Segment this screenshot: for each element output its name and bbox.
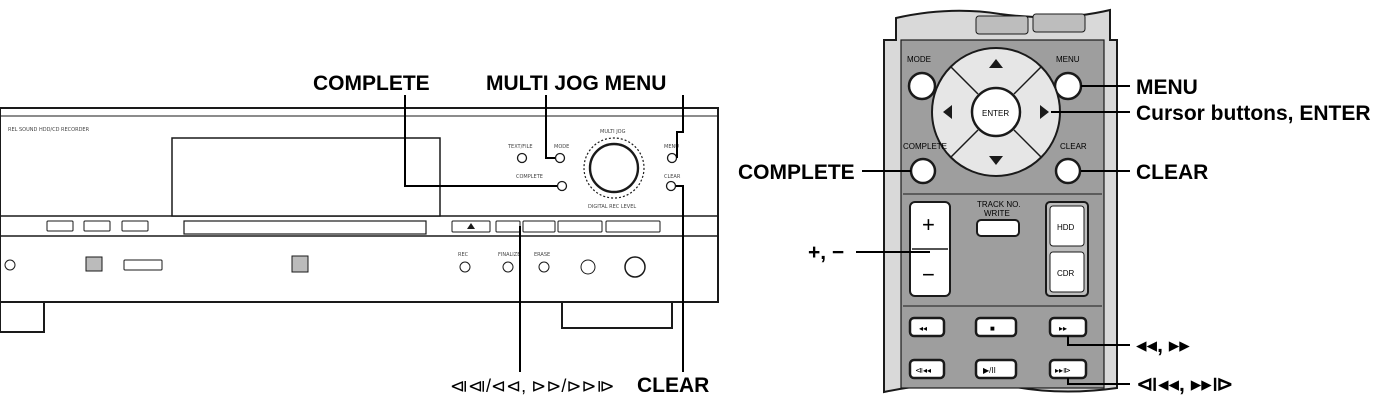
remote-clear-button[interactable] <box>1054 157 1082 185</box>
enter-button[interactable] <box>970 86 1022 138</box>
cursor-right-icon[interactable] <box>1040 105 1049 119</box>
plus-label: + <box>922 212 935 237</box>
knob-top-label: MULTI JOG <box>600 129 626 135</box>
remote-top-tab-1 <box>975 15 1029 35</box>
remote-mode-label: MODE <box>907 55 931 64</box>
text-file-button[interactable] <box>516 152 528 164</box>
copy-button[interactable] <box>121 220 149 232</box>
rec-label: REC <box>458 252 469 258</box>
device-foot-left <box>0 301 45 333</box>
callout-cursor-enter: Cursor buttons, ENTER <box>1136 102 1371 125</box>
cd-logo <box>291 255 309 273</box>
timer-button[interactable] <box>123 259 163 271</box>
cursor-left-icon[interactable] <box>943 105 952 119</box>
knob-bottom-label: DIGITAL REC LEVEL <box>588 204 636 210</box>
remote-leaders <box>856 85 1130 385</box>
multi-jog-knob[interactable] <box>588 142 640 194</box>
text-file-label: TEXT/FILE <box>507 144 533 150</box>
cdr-label: CDR <box>1057 269 1075 278</box>
menu-button[interactable] <box>666 152 678 164</box>
finalize-label: FINALIZE <box>498 252 520 258</box>
menu-label: MENU <box>664 144 679 150</box>
write-label: WRITE <box>984 209 1010 218</box>
edit-button[interactable] <box>83 220 111 232</box>
remote-top-tab-2 <box>1032 13 1086 33</box>
mode-button[interactable] <box>554 152 566 164</box>
skip-forward-button[interactable] <box>522 220 556 233</box>
hdd-button[interactable] <box>46 220 74 232</box>
play-pause-label: ▶/II <box>983 366 996 375</box>
next-label: ▸▸⧐ <box>1055 366 1071 375</box>
power-icon <box>4 259 16 271</box>
rec-button[interactable] <box>459 261 471 273</box>
rec-level-knob[interactable] <box>624 256 646 278</box>
play-pause-remote-button[interactable] <box>974 358 1018 380</box>
cursor-up-icon[interactable] <box>989 59 1003 68</box>
callout-menu: MENU <box>1136 76 1198 99</box>
remote-mode-button[interactable] <box>907 71 937 101</box>
front-leaders <box>404 95 684 372</box>
stop-button[interactable] <box>605 220 661 233</box>
cdr-select-button[interactable] <box>1049 251 1085 293</box>
play-pause-button[interactable] <box>557 220 603 233</box>
eject-icon <box>467 223 475 229</box>
remote-control: MODE MENU ENTER COMPLETE CLEAR + − TRACK… <box>883 8 1118 394</box>
finalize-button[interactable] <box>502 261 514 273</box>
remote-complete-button[interactable] <box>909 157 937 185</box>
complete-button[interactable] <box>556 180 568 192</box>
hdd-select-button[interactable] <box>1049 205 1085 247</box>
enter-label: ENTER <box>982 109 1009 118</box>
tray-slot <box>183 220 427 235</box>
rew-label: ◂◂ <box>919 324 927 333</box>
skip-back-button[interactable] <box>495 220 521 233</box>
ff-label: ▸▸ <box>1059 324 1067 333</box>
cursor-down-icon[interactable] <box>989 156 1003 165</box>
front-panel: REL SOUND HDD/CD RECORDER REC FINALIZE E… <box>0 107 719 333</box>
hdd-label: HDD <box>1057 223 1075 232</box>
remote-menu-button[interactable] <box>1053 71 1083 101</box>
track-no-write-button[interactable] <box>976 219 1020 237</box>
model-text: REL SOUND HDD/CD RECORDER <box>8 127 90 133</box>
input-button[interactable] <box>580 259 596 275</box>
callout-skip-search: ⧏⧏/⊲⊲, ⊳⊳/⊳⊳⧐ <box>450 376 615 396</box>
disc-tray <box>171 137 441 217</box>
remote-clear-label: CLEAR <box>1060 142 1087 151</box>
mode-label: MODE <box>554 144 569 150</box>
rew-button[interactable] <box>908 316 946 338</box>
clear-button[interactable] <box>665 180 677 192</box>
complete-label: COMPLETE <box>516 174 543 180</box>
device-foot-right <box>561 301 673 329</box>
prev-button[interactable] <box>908 358 946 380</box>
erase-label: ERASE <box>534 252 550 258</box>
callout-search-remote: ◂◂, ▸▸ <box>1136 334 1190 357</box>
minus-label: − <box>922 262 935 287</box>
remote-complete-label: COMPLETE <box>903 142 947 151</box>
stop-remote-button[interactable] <box>974 316 1018 338</box>
callout-complete-top: COMPLETE <box>313 72 430 95</box>
remote-menu-label: MENU <box>1056 55 1080 64</box>
erase-button[interactable] <box>538 261 550 273</box>
ff-button[interactable] <box>1048 316 1088 338</box>
dolby-logo <box>85 256 103 272</box>
prev-label: ⧏◂◂ <box>915 366 931 375</box>
callout-complete-remote: COMPLETE <box>738 161 855 184</box>
callout-skip-remote: ⧏◂◂, ▸▸⧐ <box>1136 373 1234 396</box>
callout-multi-jog-menu: MULTI JOG MENU <box>486 72 666 95</box>
callout-plus-minus: +, − <box>808 241 844 264</box>
callout-clear-remote: CLEAR <box>1136 161 1208 184</box>
clear-label: CLEAR <box>664 174 681 180</box>
callout-clear-front: CLEAR <box>637 374 709 397</box>
stop-label: ■ <box>990 324 995 333</box>
track-no-label: TRACK NO. <box>977 200 1021 209</box>
